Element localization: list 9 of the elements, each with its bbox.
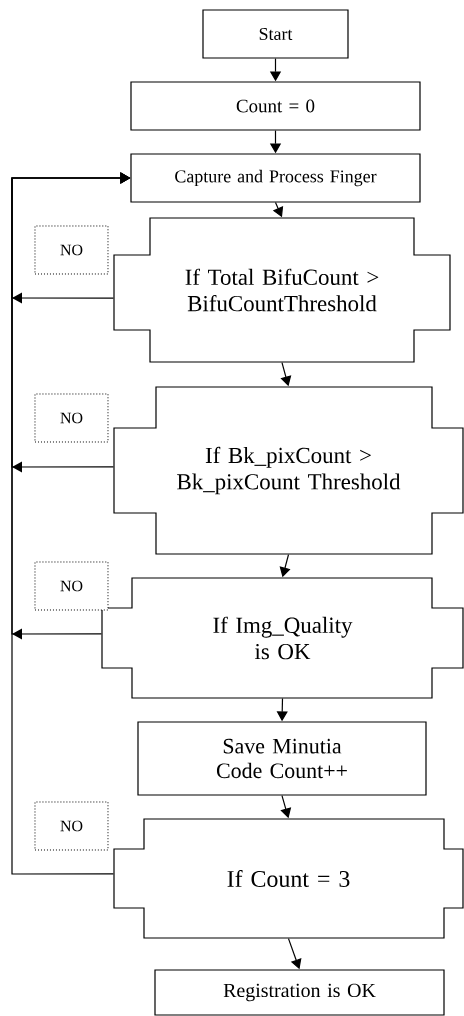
process-box: Count = 0 xyxy=(130,81,421,131)
process-box: Capture and Process Finger xyxy=(130,153,421,203)
process-box: Start xyxy=(202,9,349,59)
process-box: Registration is OK xyxy=(154,969,445,1016)
edge-label: NO xyxy=(34,561,109,611)
edge-label: NO xyxy=(34,225,109,275)
process-box: Save Minutia Code Count++ xyxy=(137,721,427,796)
edge-label: NO xyxy=(34,801,109,851)
edge-label: NO xyxy=(34,393,109,443)
